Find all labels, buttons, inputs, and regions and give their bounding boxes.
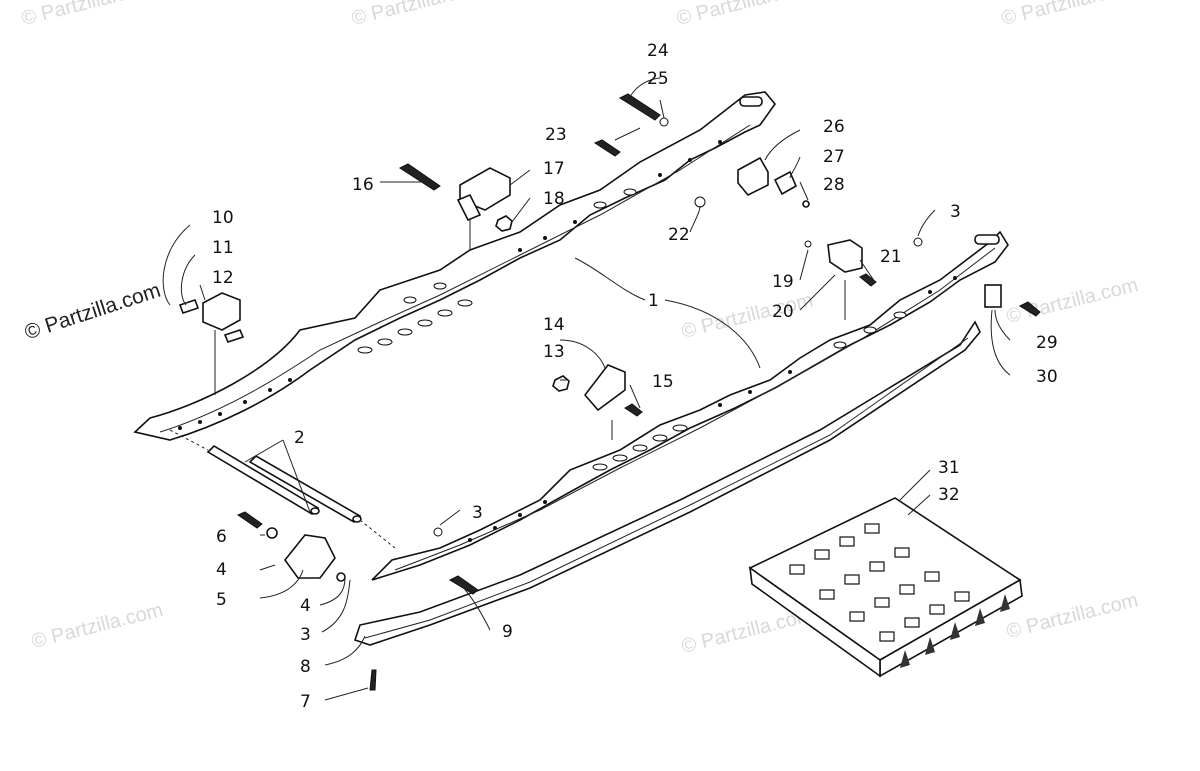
rear-bumper-bracket bbox=[178, 292, 245, 343]
bracket-17 bbox=[456, 167, 513, 232]
callout-10: 10 bbox=[212, 208, 234, 228]
leader-lines bbox=[162, 77, 1011, 701]
callout-30: 30 bbox=[1036, 367, 1058, 387]
callout-12: 12 bbox=[212, 268, 234, 288]
callout-23: 23 bbox=[545, 125, 567, 145]
callout-24: 24 bbox=[647, 41, 669, 61]
bracket-20 bbox=[827, 239, 1002, 308]
callout-15: 15 bbox=[652, 372, 674, 392]
track-teeth bbox=[900, 594, 1010, 668]
track-section bbox=[748, 497, 1023, 678]
rail-holes bbox=[468, 276, 957, 542]
callout-13: 13 bbox=[543, 342, 565, 362]
callout-21: 21 bbox=[880, 247, 902, 267]
callout-28: 28 bbox=[823, 175, 845, 195]
callout-14: 14 bbox=[543, 315, 565, 335]
callout-19: 19 bbox=[772, 272, 794, 292]
callout-22: 22 bbox=[668, 225, 690, 245]
callout-25: 25 bbox=[647, 69, 669, 89]
callout-16: 16 bbox=[352, 175, 374, 195]
callouts: 1 2 3 3 3 4 4 5 6 7 8 9 10 11 12 13 14 1… bbox=[212, 41, 1058, 712]
bolts bbox=[236, 93, 1041, 691]
rail-holes bbox=[178, 140, 722, 430]
callout-26: 26 bbox=[823, 117, 845, 137]
callout-2: 2 bbox=[294, 428, 305, 448]
callout-8: 8 bbox=[300, 657, 311, 677]
callout-7: 7 bbox=[300, 692, 311, 712]
cross-shafts bbox=[169, 429, 396, 549]
callout-3: 3 bbox=[472, 503, 483, 523]
shock-mount-26 bbox=[737, 156, 810, 208]
callout-29: 29 bbox=[1036, 333, 1058, 353]
callout-17: 17 bbox=[543, 159, 565, 179]
callout-3: 3 bbox=[300, 625, 311, 645]
left-slide-rail bbox=[133, 91, 777, 441]
callout-5: 5 bbox=[216, 590, 227, 610]
wear-strip bbox=[353, 320, 981, 646]
callout-4: 4 bbox=[300, 596, 311, 616]
rail-slots bbox=[592, 311, 907, 471]
callout-1: 1 bbox=[648, 291, 659, 311]
bumper-5 bbox=[266, 527, 346, 582]
callout-6: 6 bbox=[216, 527, 227, 547]
callout-32: 32 bbox=[938, 485, 960, 505]
callout-3: 3 bbox=[950, 202, 961, 222]
callout-9: 9 bbox=[502, 622, 513, 642]
callout-11: 11 bbox=[212, 238, 234, 258]
rail-slots bbox=[357, 188, 637, 354]
callout-27: 27 bbox=[823, 147, 845, 167]
callout-4: 4 bbox=[216, 560, 227, 580]
callout-20: 20 bbox=[772, 302, 794, 322]
callout-31: 31 bbox=[938, 458, 960, 478]
right-slide-rail bbox=[371, 230, 1009, 581]
track-lugs bbox=[789, 523, 970, 642]
bracket-14 bbox=[552, 364, 626, 412]
callout-18: 18 bbox=[543, 189, 565, 209]
